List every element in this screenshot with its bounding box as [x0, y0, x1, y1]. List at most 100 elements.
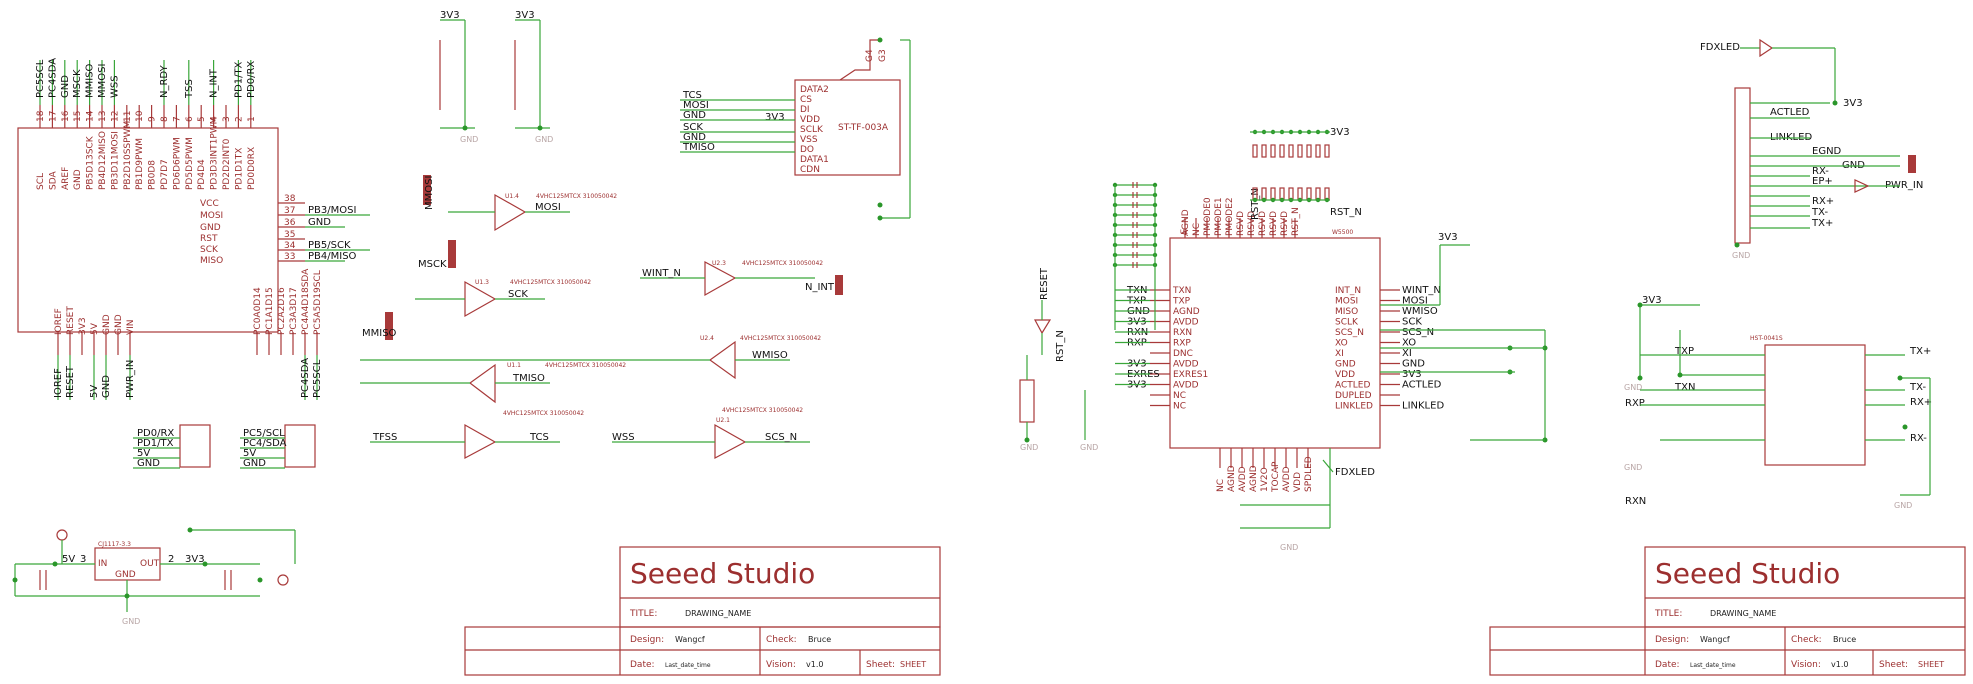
w5500-top-pin: RSVD [1236, 211, 1246, 236]
w5500-rst-pin: RST_N [1250, 188, 1261, 220]
net-wss: WSS [612, 432, 635, 443]
w5500-right-net: WINT_N [1402, 285, 1441, 296]
w5500-right-net: XI [1402, 348, 1412, 359]
top-net-label: MMISO [85, 63, 96, 98]
mag-gnd: GND [1894, 501, 1912, 510]
bottom-pin-label: PC1A1D15 [265, 287, 275, 335]
tb1-vision-label: Vision: [766, 660, 796, 670]
w5500-right-pin: GND [1335, 360, 1356, 370]
w5500-right-pin: VDD [1335, 370, 1355, 380]
tb1-design-label: Design: [630, 635, 664, 645]
top-pin-label: PD4D4 [197, 159, 207, 190]
sd-pin-g3: G3 [878, 49, 888, 62]
top-pin-number: 13 [98, 111, 108, 122]
sd-pin-data2: DATA2 [800, 85, 829, 95]
bottom-pin-label: PC5A5D19SCL [313, 270, 323, 335]
title-block-2: Seeed Studio TITLE: DRAWING_NAME Design:… [1489, 546, 1966, 676]
net-pb3-mosi: PB3/MOSI [308, 205, 356, 216]
mag-rxminus: RX- [1910, 433, 1927, 444]
gnd-top-a: GND [460, 135, 478, 144]
rj45-txm: TX- [1811, 207, 1828, 218]
w5500-rst-net: RST_N [1330, 207, 1362, 218]
bottom-net-label: PC5SCL [312, 359, 323, 398]
top-pin-number: 4 [210, 116, 220, 122]
top-pin-number: 11 [123, 111, 133, 122]
hdr-i2c-gnd: GND [243, 458, 266, 469]
top-pin-number: 9 [148, 116, 158, 122]
hdr-uart-tx: PD1/TX [137, 438, 174, 449]
bottom-net-label: 5V [89, 385, 100, 398]
top-pin-label: PD0D0RX [247, 147, 257, 190]
mag-rxplus: RX+ [1910, 397, 1932, 408]
w5500-left-pin: AVDD [1173, 381, 1199, 391]
partnum-u2-3: 4VHC125MTCX 310050042 [742, 260, 823, 267]
mag-rxp: RXP [1625, 398, 1645, 409]
power-caps-top: 3V3 3V3 GND GND [439, 10, 553, 144]
top-net-label: N_INT [209, 68, 220, 98]
top-net-label: MMOSI [97, 64, 108, 98]
tb2-check-label: Check: [1791, 635, 1822, 645]
sd-pin-g4: G4 [865, 49, 875, 62]
buffer-u2-4: WMISO U2.4 4VHC125MTCX 310050042 [360, 335, 821, 380]
tb1-check-label: Check: [766, 635, 797, 645]
net-sck-buf: SCK [508, 289, 528, 300]
top-pin-number: 8 [160, 116, 170, 122]
arduino-header: SCL18PC5SCLSDA17PC4SDAAREF16GNDGND15MSCK… [17, 58, 370, 400]
w5500-top-pin: PMODE1 [1214, 197, 1224, 236]
net-pb5-sck: PB5/SCK [308, 240, 351, 251]
bottom-pin-label: 5V [90, 322, 100, 335]
right-pin-sck: SCK [200, 245, 219, 255]
w5500-right-pin: ACTLED [1335, 381, 1370, 391]
top-pin-label: PD1D1TX [234, 148, 244, 190]
tb2-design-value: Wangcf [1700, 635, 1730, 644]
reset-rst: RST_N [1055, 330, 1066, 362]
w5500-chip: U1 W5500 TXNTXNTXPTXPAGNDGNDAVDD3V3RXNRX… [1112, 127, 1548, 552]
net-gnd-header: GND [308, 217, 331, 228]
net-mosi-buf: MOSI [535, 202, 561, 213]
buffer-u2-3: WINT_N N_INT U2.3 4VHC125MTCX 310050042 [640, 260, 835, 297]
w5500-bottom-pin: AGND [1227, 465, 1237, 492]
w5500-top-pin: PMODE2 [1225, 197, 1235, 236]
rj45-connector: FDXLED 3V3 ACTLED LINKLED EGND GND RX- E… [1700, 38, 1923, 260]
top-pin-number: 15 [73, 111, 83, 122]
net-wint-n: WINT_N [642, 268, 681, 279]
top-pin-number: 17 [48, 111, 58, 122]
reset-switch: RESET RST_N GND GND [1019, 267, 1098, 452]
top-pin-number: 18 [36, 110, 46, 122]
sd-pin-data1: DATA1 [800, 155, 829, 165]
w5500-3v3-res: 3V3 [1330, 127, 1350, 138]
right-pin-miso: MISO [200, 256, 223, 266]
reset-gnd: GND [1020, 443, 1038, 452]
w5500-bottom-pin: VDD [1293, 472, 1303, 492]
rj45-fdxled: FDXLED [1700, 42, 1740, 53]
w5500-left-pin: RXN [1173, 328, 1192, 338]
tb1-title-label: TITLE: [629, 609, 657, 619]
top-pin-number: 14 [86, 110, 96, 122]
w5500-right-net: XO [1402, 338, 1416, 349]
w5500-right-net: MOSI [1402, 296, 1428, 307]
bottom-pin-label: GND [114, 314, 124, 335]
pin-num-37: 37 [284, 206, 295, 216]
net-tmiso: TMISO [512, 373, 545, 384]
w5500-left-pin: AGND [1173, 307, 1200, 317]
tb2-design-label: Design: [1655, 635, 1689, 645]
w5500-left-pin: NC [1173, 391, 1186, 401]
w5500-left-pin: NC [1173, 402, 1186, 412]
top-pin-number: 7 [172, 116, 182, 122]
sd-card-connector: DATA2 CS DI VDD SCLK VSS DO DATA1 CDN ST… [680, 37, 911, 221]
w5500-right-pin: XI [1335, 349, 1344, 359]
w5500-right-net: ACTLED [1402, 380, 1442, 391]
w5500-top-pin: PMODE0 [1203, 197, 1213, 236]
hdr-uart-5v: 5V [137, 448, 150, 459]
w5500-bottom-pin: AVDD [1238, 466, 1248, 492]
reg-gnd: GND [122, 617, 140, 626]
w5500-top-pin: RSVD [1269, 211, 1279, 236]
rj45-rxm: RX- [1812, 166, 1829, 177]
rj45-3v3: 3V3 [1843, 98, 1863, 109]
reg-in-num: 3 [80, 554, 86, 565]
bottom-net-label: PWR_IN [125, 360, 136, 398]
top-pin-label: PB4D12MISO [98, 131, 108, 190]
tb1-company: Seeed Studio [630, 557, 815, 590]
sd-net-tmiso: TMISO [682, 142, 715, 153]
